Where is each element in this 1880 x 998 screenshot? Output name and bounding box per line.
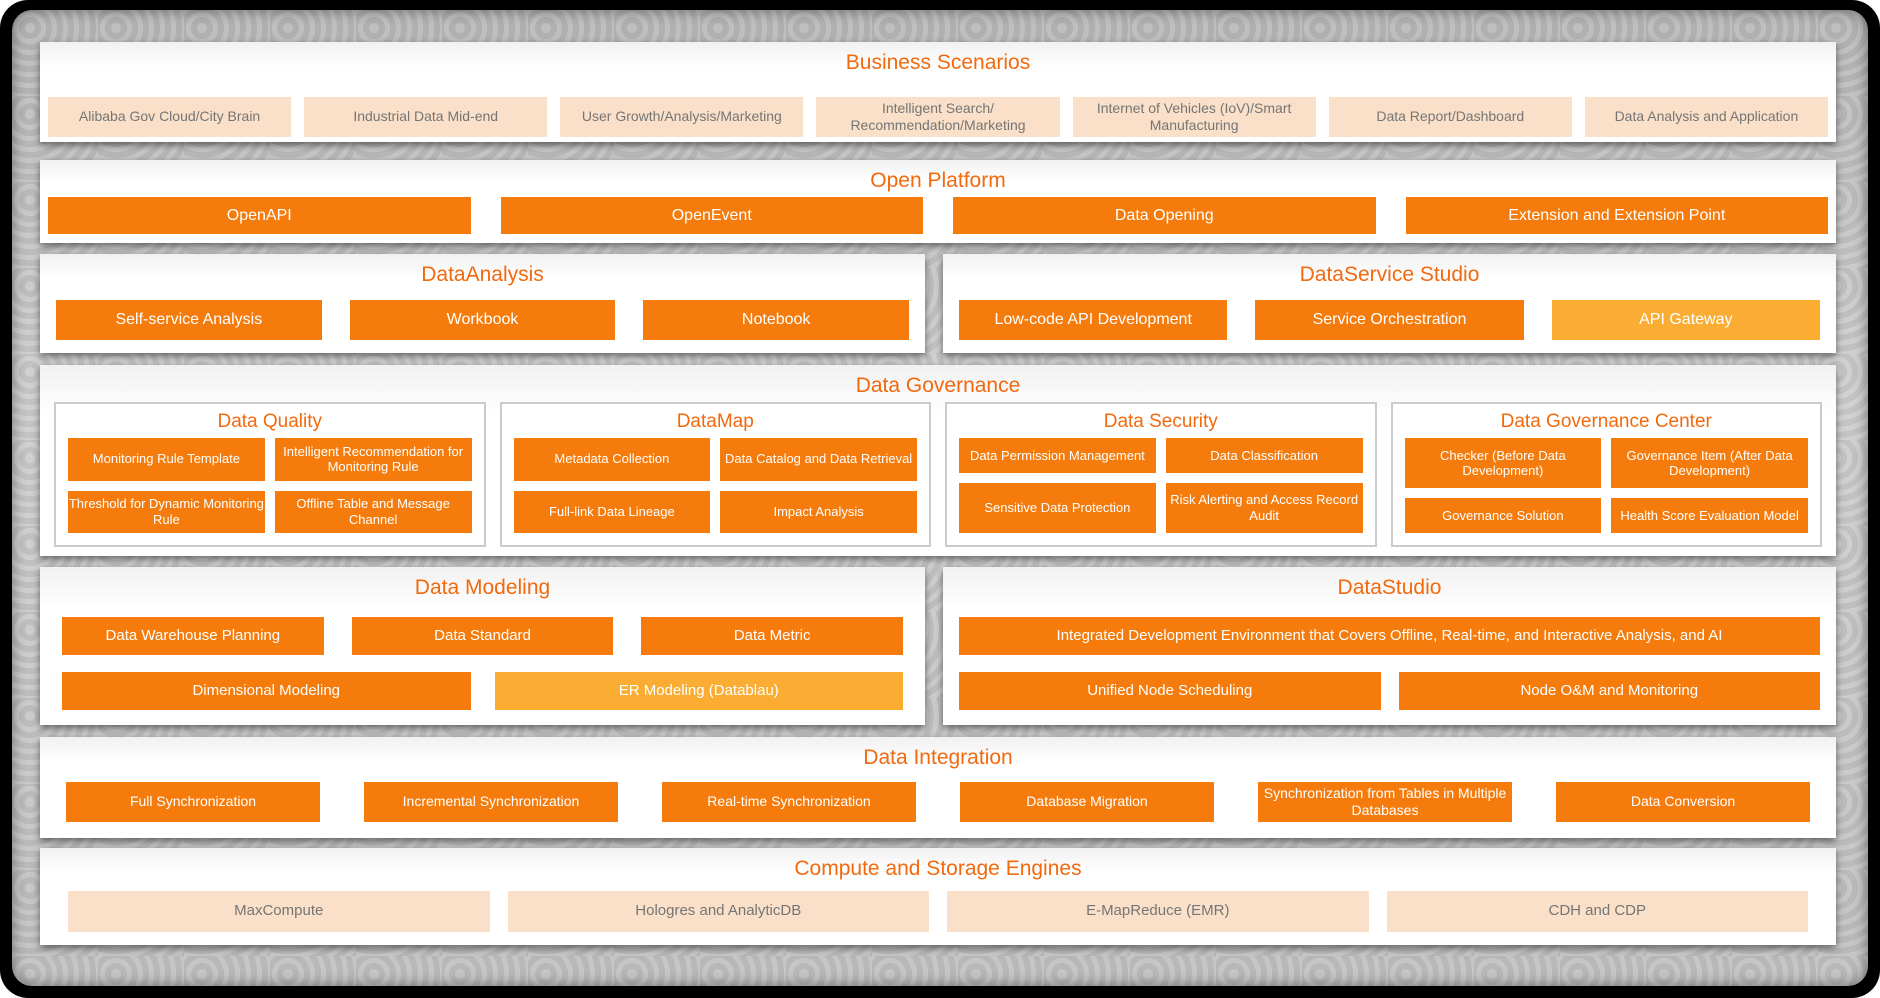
data-governance-center-title: Data Governance Center	[1500, 411, 1712, 432]
compute-storage-title: Compute and Storage Engines	[794, 857, 1082, 880]
block-monitoring-rule-template: Monitoring Rule Template	[68, 438, 265, 481]
business-scenarios-panel: Business Scenarios Alibaba Gov Cloud/Cit…	[40, 42, 1836, 142]
data-modeling-panel: Data Modeling Data Warehouse Planning Da…	[40, 567, 925, 725]
block-threshold-dynamic-monitoring: Threshold for Dynamic Monitoring Rule	[68, 490, 265, 533]
block-governance-solution: Governance Solution	[1404, 498, 1602, 533]
data-modeling-row2: Dimensional Modeling ER Modeling (Databl…	[62, 672, 903, 710]
scenario-intelligent-search: Intelligent Search/ Recommendation/Marke…	[816, 97, 1060, 137]
data-quality-title: Data Quality	[217, 411, 323, 432]
data-analysis-title: DataAnalysis	[421, 263, 544, 286]
open-platform-items: OpenAPI OpenEvent Data Opening Extension…	[48, 197, 1828, 234]
data-modeling-row1: Data Warehouse Planning Data Standard Da…	[62, 617, 904, 655]
datastudio-row1: Integrated Development Environment that …	[959, 617, 1820, 655]
block-notebook: Notebook	[643, 300, 910, 340]
block-full-synchronization: Full Synchronization	[66, 782, 320, 822]
data-analysis-items: Self-service Analysis Workbook Notebook	[56, 300, 910, 340]
data-governance-center-items: Checker (Before Data Development) Govern…	[1393, 434, 1821, 545]
data-integration-panel: Data Integration Full Synchronization In…	[40, 737, 1836, 838]
block-data-opening: Data Opening	[953, 197, 1376, 234]
datamap-title: DataMap	[676, 411, 754, 432]
block-database-migration: Database Migration	[960, 782, 1214, 822]
data-quality-subpanel: Data Quality Monitoring Rule Template In…	[54, 402, 486, 547]
datastudio-row2: Unified Node Scheduling Node O&M and Mon…	[959, 672, 1820, 710]
block-emapreduce: E-MapReduce (EMR)	[947, 891, 1369, 932]
block-offline-table-message-channel: Offline Table and Message Channel	[274, 490, 472, 533]
block-openapi: OpenAPI	[48, 197, 471, 234]
data-governance-sections: Data Quality Monitoring Rule Template In…	[54, 402, 1822, 547]
open-platform-title: Open Platform	[870, 169, 1006, 192]
block-api-gateway: API Gateway	[1551, 300, 1820, 340]
data-governance-panel: Data Governance Data Quality Monitoring …	[40, 365, 1836, 556]
block-checker-before-development: Checker (Before Data Development)	[1404, 438, 1602, 489]
block-self-service-analysis: Self-service Analysis	[56, 300, 322, 340]
data-integration-title: Data Integration	[863, 746, 1013, 769]
data-modeling-title: Data Modeling	[414, 576, 551, 599]
block-extension-point: Extension and Extension Point	[1405, 197, 1828, 234]
data-analysis-panel: DataAnalysis Self-service Analysis Workb…	[40, 254, 925, 353]
block-realtime-synchronization: Real-time Synchronization	[662, 782, 916, 822]
business-scenarios-items: Alibaba Gov Cloud/City Brain Industrial …	[48, 97, 1828, 137]
scenario-iov-smart-manufacturing: Internet of Vehicles (IoV)/Smart Manufac…	[1072, 97, 1316, 137]
block-data-standard: Data Standard	[351, 617, 614, 655]
datastudio-panel: DataStudio Integrated Development Enviro…	[943, 567, 1836, 725]
block-impact-analysis: Impact Analysis	[720, 490, 917, 533]
data-security-subpanel: Data Security Data Permission Management…	[945, 402, 1377, 547]
data-security-title: Data Security	[1103, 411, 1218, 432]
block-full-link-data-lineage: Full-link Data Lineage	[513, 490, 711, 533]
block-data-warehouse-planning: Data Warehouse Planning	[62, 617, 324, 655]
business-scenarios-title: Business Scenarios	[845, 51, 1031, 74]
block-data-classification: Data Classification	[1165, 438, 1363, 473]
data-quality-items: Monitoring Rule Template Intelligent Rec…	[56, 434, 484, 545]
block-data-metric: Data Metric	[641, 617, 904, 655]
block-unified-node-scheduling: Unified Node Scheduling	[959, 672, 1381, 710]
dataservice-studio-items: Low-code API Development Service Orchest…	[959, 300, 1820, 340]
block-cdh-cdp: CDH and CDP	[1386, 891, 1808, 932]
block-low-code-api-development: Low-code API Development	[959, 300, 1228, 340]
block-openevent: OpenEvent	[500, 197, 923, 234]
block-data-permission-management: Data Permission Management	[959, 438, 1156, 473]
scenario-user-growth: User Growth/Analysis/Marketing	[560, 97, 804, 137]
scenario-data-analysis-application: Data Analysis and Application	[1584, 97, 1828, 137]
block-governance-item-after: Governance Item (After Data Development)	[1611, 438, 1808, 489]
block-intelligent-recommendation: Intelligent Recommendation for Monitorin…	[274, 438, 472, 481]
open-platform-panel: Open Platform OpenAPI OpenEvent Data Ope…	[40, 160, 1836, 243]
block-sensitive-data-protection: Sensitive Data Protection	[959, 482, 1156, 533]
block-dimensional-modeling: Dimensional Modeling	[62, 672, 471, 710]
block-workbook: Workbook	[349, 300, 616, 340]
block-data-catalog-retrieval: Data Catalog and Data Retrieval	[720, 438, 917, 481]
block-hologres-analyticdb: Hologres and AnalyticDB	[507, 891, 929, 932]
block-health-score-model: Health Score Evaluation Model	[1611, 498, 1808, 533]
dataservice-studio-title: DataService Studio	[1299, 263, 1480, 286]
block-service-orchestration: Service Orchestration	[1255, 300, 1524, 340]
datamap-subpanel: DataMap Metadata Collection Data Catalog…	[499, 402, 931, 547]
dataservice-studio-panel: DataService Studio Low-code API Developm…	[943, 254, 1836, 353]
block-integrated-development-environment: Integrated Development Environment that …	[959, 617, 1820, 655]
datastudio-title: DataStudio	[1337, 576, 1442, 599]
scenario-industrial-data-mid-end: Industrial Data Mid-end	[304, 97, 548, 137]
datamap-items: Metadata Collection Data Catalog and Dat…	[502, 434, 930, 545]
compute-storage-items: MaxCompute Hologres and AnalyticDB E-Map…	[68, 891, 1808, 932]
block-data-conversion: Data Conversion	[1556, 782, 1810, 822]
compute-storage-panel: Compute and Storage Engines MaxCompute H…	[40, 848, 1836, 945]
scenario-data-report-dashboard: Data Report/Dashboard	[1328, 97, 1572, 137]
data-governance-center-subpanel: Data Governance Center Checker (Before D…	[1390, 402, 1822, 547]
block-er-modeling-datablau: ER Modeling (Datablau)	[494, 672, 903, 710]
data-security-items: Data Permission Management Data Classifi…	[947, 434, 1375, 545]
block-metadata-collection: Metadata Collection	[513, 438, 711, 481]
data-integration-items: Full Synchronization Incremental Synchro…	[66, 782, 1810, 822]
block-node-om-monitoring: Node O&M and Monitoring	[1398, 672, 1820, 710]
scenario-alibaba-gov-cloud: Alibaba Gov Cloud/City Brain	[48, 97, 292, 137]
block-incremental-synchronization: Incremental Synchronization	[364, 782, 618, 822]
data-governance-title: Data Governance	[855, 374, 1021, 397]
block-maxcompute: MaxCompute	[68, 891, 490, 932]
block-risk-alerting-audit: Risk Alerting and Access Record Audit	[1165, 482, 1363, 533]
block-sync-multiple-databases: Synchronization from Tables in Multiple …	[1258, 782, 1512, 822]
